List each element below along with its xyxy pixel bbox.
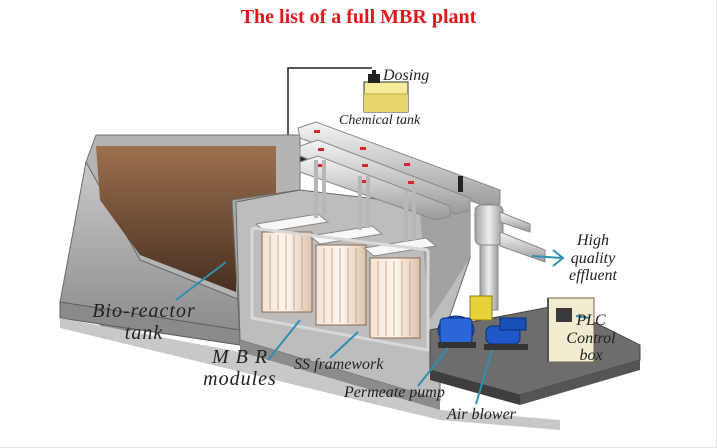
effluent-pipe bbox=[474, 203, 546, 311]
label-mbr-modules-line2: modules bbox=[203, 368, 277, 390]
label-chemical-tank: Chemical tank bbox=[339, 113, 421, 128]
mbr-modules bbox=[254, 213, 438, 339]
label-effluent-line2: quality bbox=[570, 249, 616, 267]
chemical-tank bbox=[363, 81, 409, 113]
label-bio-reactor-tank-line2: tank bbox=[124, 322, 164, 344]
label-ss-framework: SS framework bbox=[294, 356, 384, 373]
label-mbr-modules: M B R modules bbox=[190, 346, 290, 390]
leader-lines bbox=[175, 261, 591, 405]
pipe-headers bbox=[297, 121, 501, 242]
label-permeate-pump: Permeate pump bbox=[344, 384, 445, 401]
permeate-pump bbox=[437, 295, 493, 348]
label-plc-line1: PLC bbox=[576, 312, 606, 329]
label-plc-line3: box bbox=[579, 347, 603, 365]
label-mbr-modules-line1: M B R bbox=[211, 346, 269, 368]
label-bio-reactor-tank-line1: Bio-reactor bbox=[92, 300, 196, 322]
effluent-arrow bbox=[531, 249, 565, 267]
label-plc-control-box: PLC Control box bbox=[556, 312, 626, 365]
label-bio-reactor-tank: Bio-reactor tank bbox=[84, 300, 204, 344]
label-effluent-line3: effluent bbox=[569, 267, 617, 285]
label-effluent-line1: High bbox=[577, 232, 609, 249]
diagram-title: The list of a full MBR plant bbox=[240, 6, 477, 28]
ss-framework bbox=[250, 226, 430, 352]
air-blower bbox=[484, 317, 528, 350]
label-air-blower: Air blower bbox=[447, 406, 516, 423]
dosing-pump bbox=[368, 70, 380, 83]
label-high-quality-effluent: High quality effluent bbox=[558, 232, 628, 285]
label-dosing: Dosing bbox=[383, 67, 430, 84]
plc-control-box bbox=[547, 297, 595, 363]
label-plc-line2: Control bbox=[566, 329, 616, 347]
